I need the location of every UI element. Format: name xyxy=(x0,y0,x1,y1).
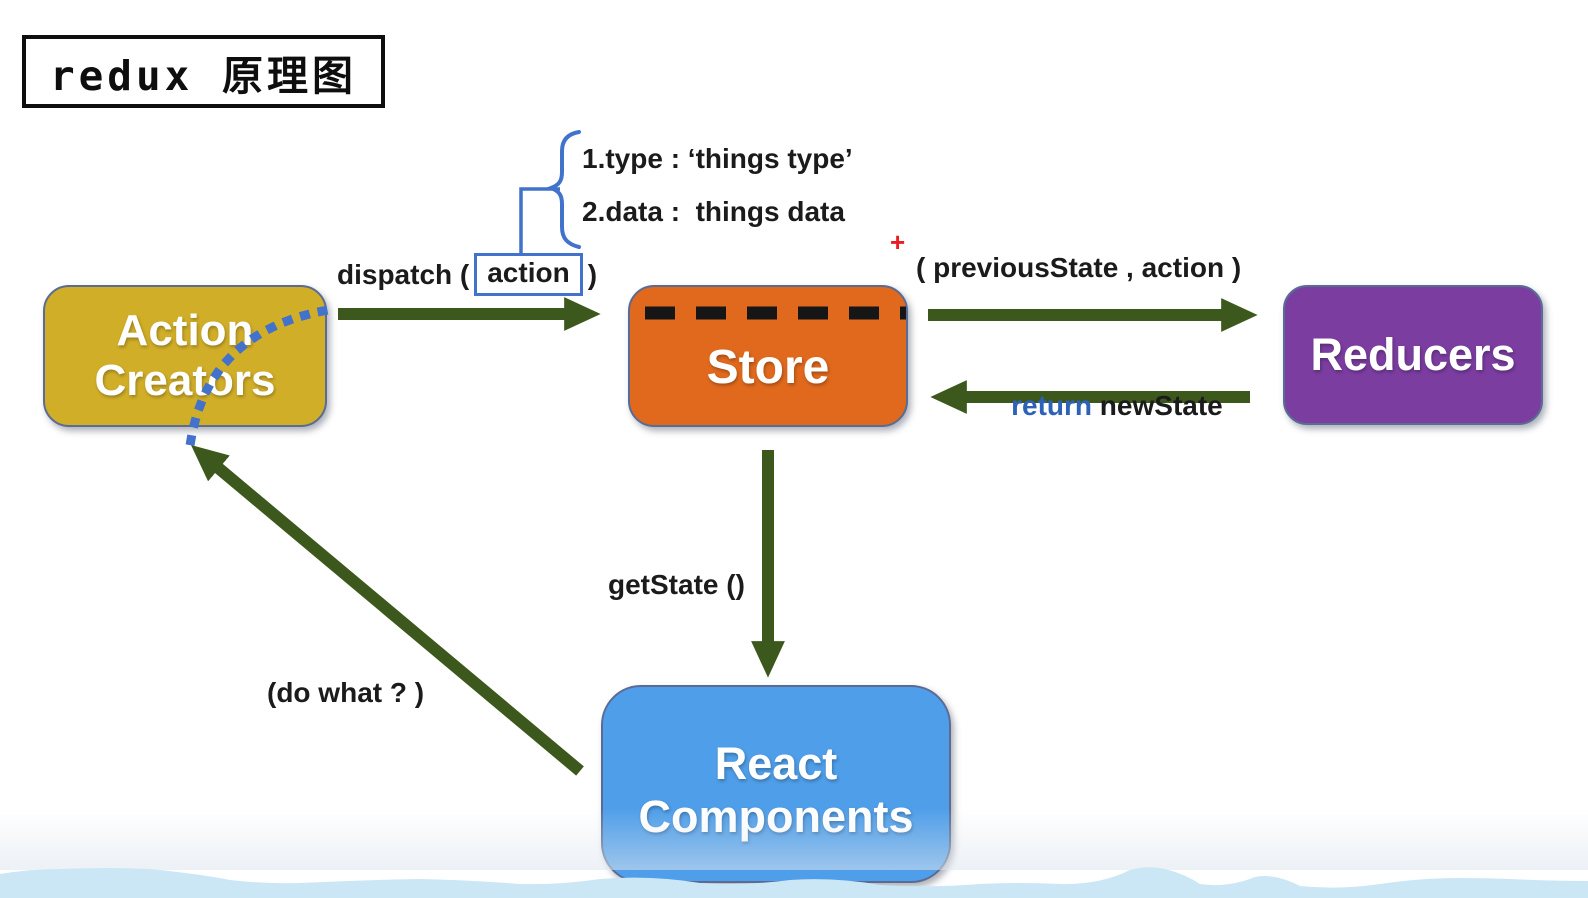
do-what-label: (do what ? ) xyxy=(267,677,425,708)
annotation-line-1: 1.type : ‘things type’ xyxy=(582,143,853,174)
return-new-state-label: return newState xyxy=(980,355,1223,456)
annotation-connector xyxy=(519,187,560,256)
action-boxed-word: action xyxy=(474,253,583,296)
store-label: Store xyxy=(706,340,830,394)
action-creators-label-line2: Creators xyxy=(94,356,276,405)
bottom-fade xyxy=(0,808,1588,870)
node-action-creators: Action Creators xyxy=(43,285,327,427)
annotation-line-2: 2.data : things data xyxy=(582,196,845,227)
reducers-label: Reducers xyxy=(1310,329,1516,380)
action-creators-label-line1: Action xyxy=(116,305,254,355)
return-keyword: return xyxy=(1011,389,1093,421)
previous-state-label: ( previousState , action ) xyxy=(916,252,1242,283)
react-components-label-line1: React xyxy=(714,737,838,789)
diagram-title-box: redux 原理图 xyxy=(22,35,385,108)
red-plus-mark: + xyxy=(890,227,906,257)
get-state-label: getState () xyxy=(608,569,745,600)
dispatch-label-suffix: ) xyxy=(587,258,598,290)
diagram-title: redux 原理图 xyxy=(49,51,358,100)
dispatch-label: dispatch ( action ) xyxy=(337,253,597,296)
new-state-text: newState xyxy=(1092,389,1223,421)
node-store: Store xyxy=(628,285,908,427)
arrow-do-what xyxy=(190,445,584,776)
dispatch-label-prefix: dispatch ( xyxy=(337,258,470,290)
node-reducers: Reducers xyxy=(1283,285,1543,425)
annotation-brace xyxy=(545,130,581,249)
